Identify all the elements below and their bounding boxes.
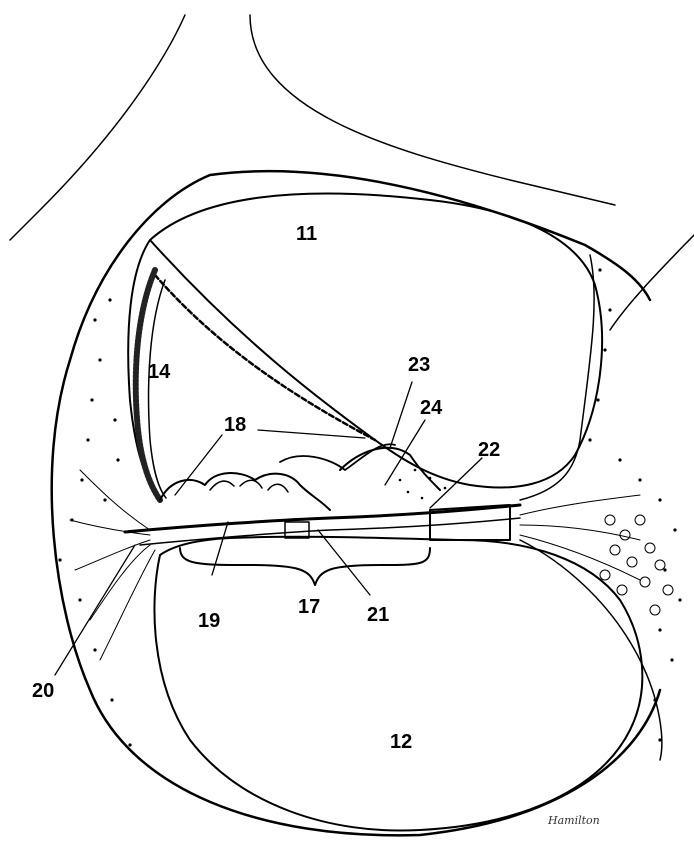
organ-of-corti: [160, 473, 330, 510]
leader-23: [390, 382, 412, 448]
label-21: 21: [367, 605, 389, 625]
label-24: 24: [420, 398, 442, 418]
stria-inner: [149, 280, 166, 498]
leader-24: [385, 420, 425, 485]
leader-18-right: [258, 430, 365, 438]
leader-19: [212, 522, 228, 575]
label-12: 12: [390, 732, 412, 752]
leader-18-left: [175, 435, 222, 495]
ligament-fibers: [70, 470, 155, 660]
label-11: 11: [296, 224, 317, 244]
leader-22: [430, 458, 482, 508]
leader-21: [318, 530, 370, 595]
label-17: 17: [298, 597, 320, 617]
limbus: [340, 448, 440, 490]
tunnel-rect: [285, 522, 309, 538]
scala-tympani-outline: [154, 537, 642, 831]
outer-contour-right: [610, 235, 694, 330]
label-19: 19: [198, 611, 220, 631]
outer-contour-top: [250, 15, 615, 205]
label-14: 14: [148, 362, 170, 382]
scala-vestibuli-outline: [150, 193, 602, 487]
organ-cells: [210, 480, 288, 492]
leader-20: [55, 545, 135, 675]
ganglion-cells: [600, 515, 673, 615]
artist-signature: Hamilton: [548, 814, 600, 827]
label-18: 18: [224, 415, 246, 435]
label-20: 20: [32, 681, 54, 701]
label-22: 22: [478, 440, 500, 460]
brace-17: [180, 548, 430, 585]
label-23: 23: [408, 355, 430, 375]
modiolus-outline: [520, 255, 594, 500]
stria-band: [136, 270, 160, 500]
cochlear-capsule-outline: [52, 171, 660, 835]
outer-contour-left: [10, 15, 185, 240]
